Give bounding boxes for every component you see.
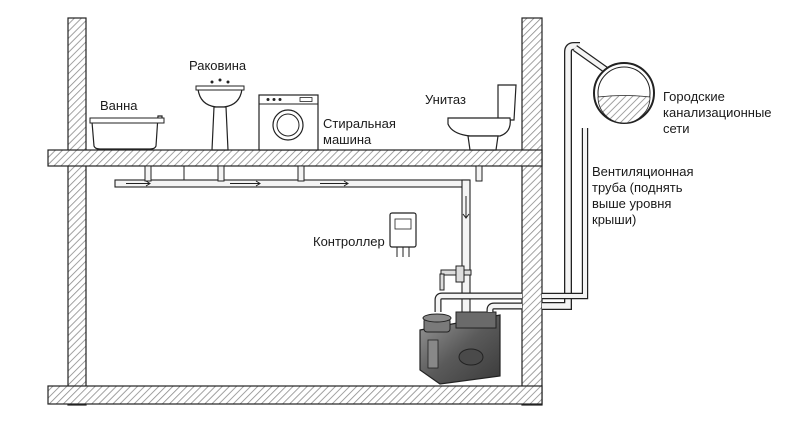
label-vent: Вентиляционная труба (поднять выше уровн… (592, 164, 694, 228)
city-sewer-pipe (593, 62, 655, 124)
label-controller: Контроллер (313, 234, 385, 249)
label-washer-line-1: Стиральная (323, 116, 396, 131)
label-sink: Раковина (189, 58, 247, 73)
drain-pipe-horizontal (114, 165, 483, 188)
basement-floor-slab (47, 385, 543, 405)
discharge-pipe (434, 42, 609, 312)
label-washer-line-2: машина (323, 132, 372, 147)
toilet (447, 84, 517, 151)
sink (195, 78, 245, 151)
vent-pipe (542, 128, 589, 300)
left-wall (67, 17, 87, 406)
washing-machine (258, 94, 319, 151)
label-sewer-line-1: Городские (663, 89, 725, 104)
label-vent-line-1: Вентиляционная (592, 164, 694, 179)
controller-box (389, 212, 417, 257)
label-bath: Ванна (100, 98, 138, 113)
label-sewer: Городские канализационные сети (663, 89, 772, 137)
label-sewer-line-3: сети (663, 121, 690, 136)
label-vent-line-3: выше уровня (592, 196, 672, 211)
label-toilet: Унитаз (425, 92, 466, 107)
upper-floor-slab (47, 149, 543, 167)
right-wall (521, 17, 543, 406)
bathtub (89, 115, 165, 150)
label-vent-line-4: крыши) (592, 212, 637, 227)
pump-station (419, 311, 501, 385)
label-sewer-line-2: канализационные (663, 105, 772, 120)
label-washer: Стиральная машина (323, 116, 396, 148)
label-vent-line-2: труба (поднять (592, 180, 683, 195)
